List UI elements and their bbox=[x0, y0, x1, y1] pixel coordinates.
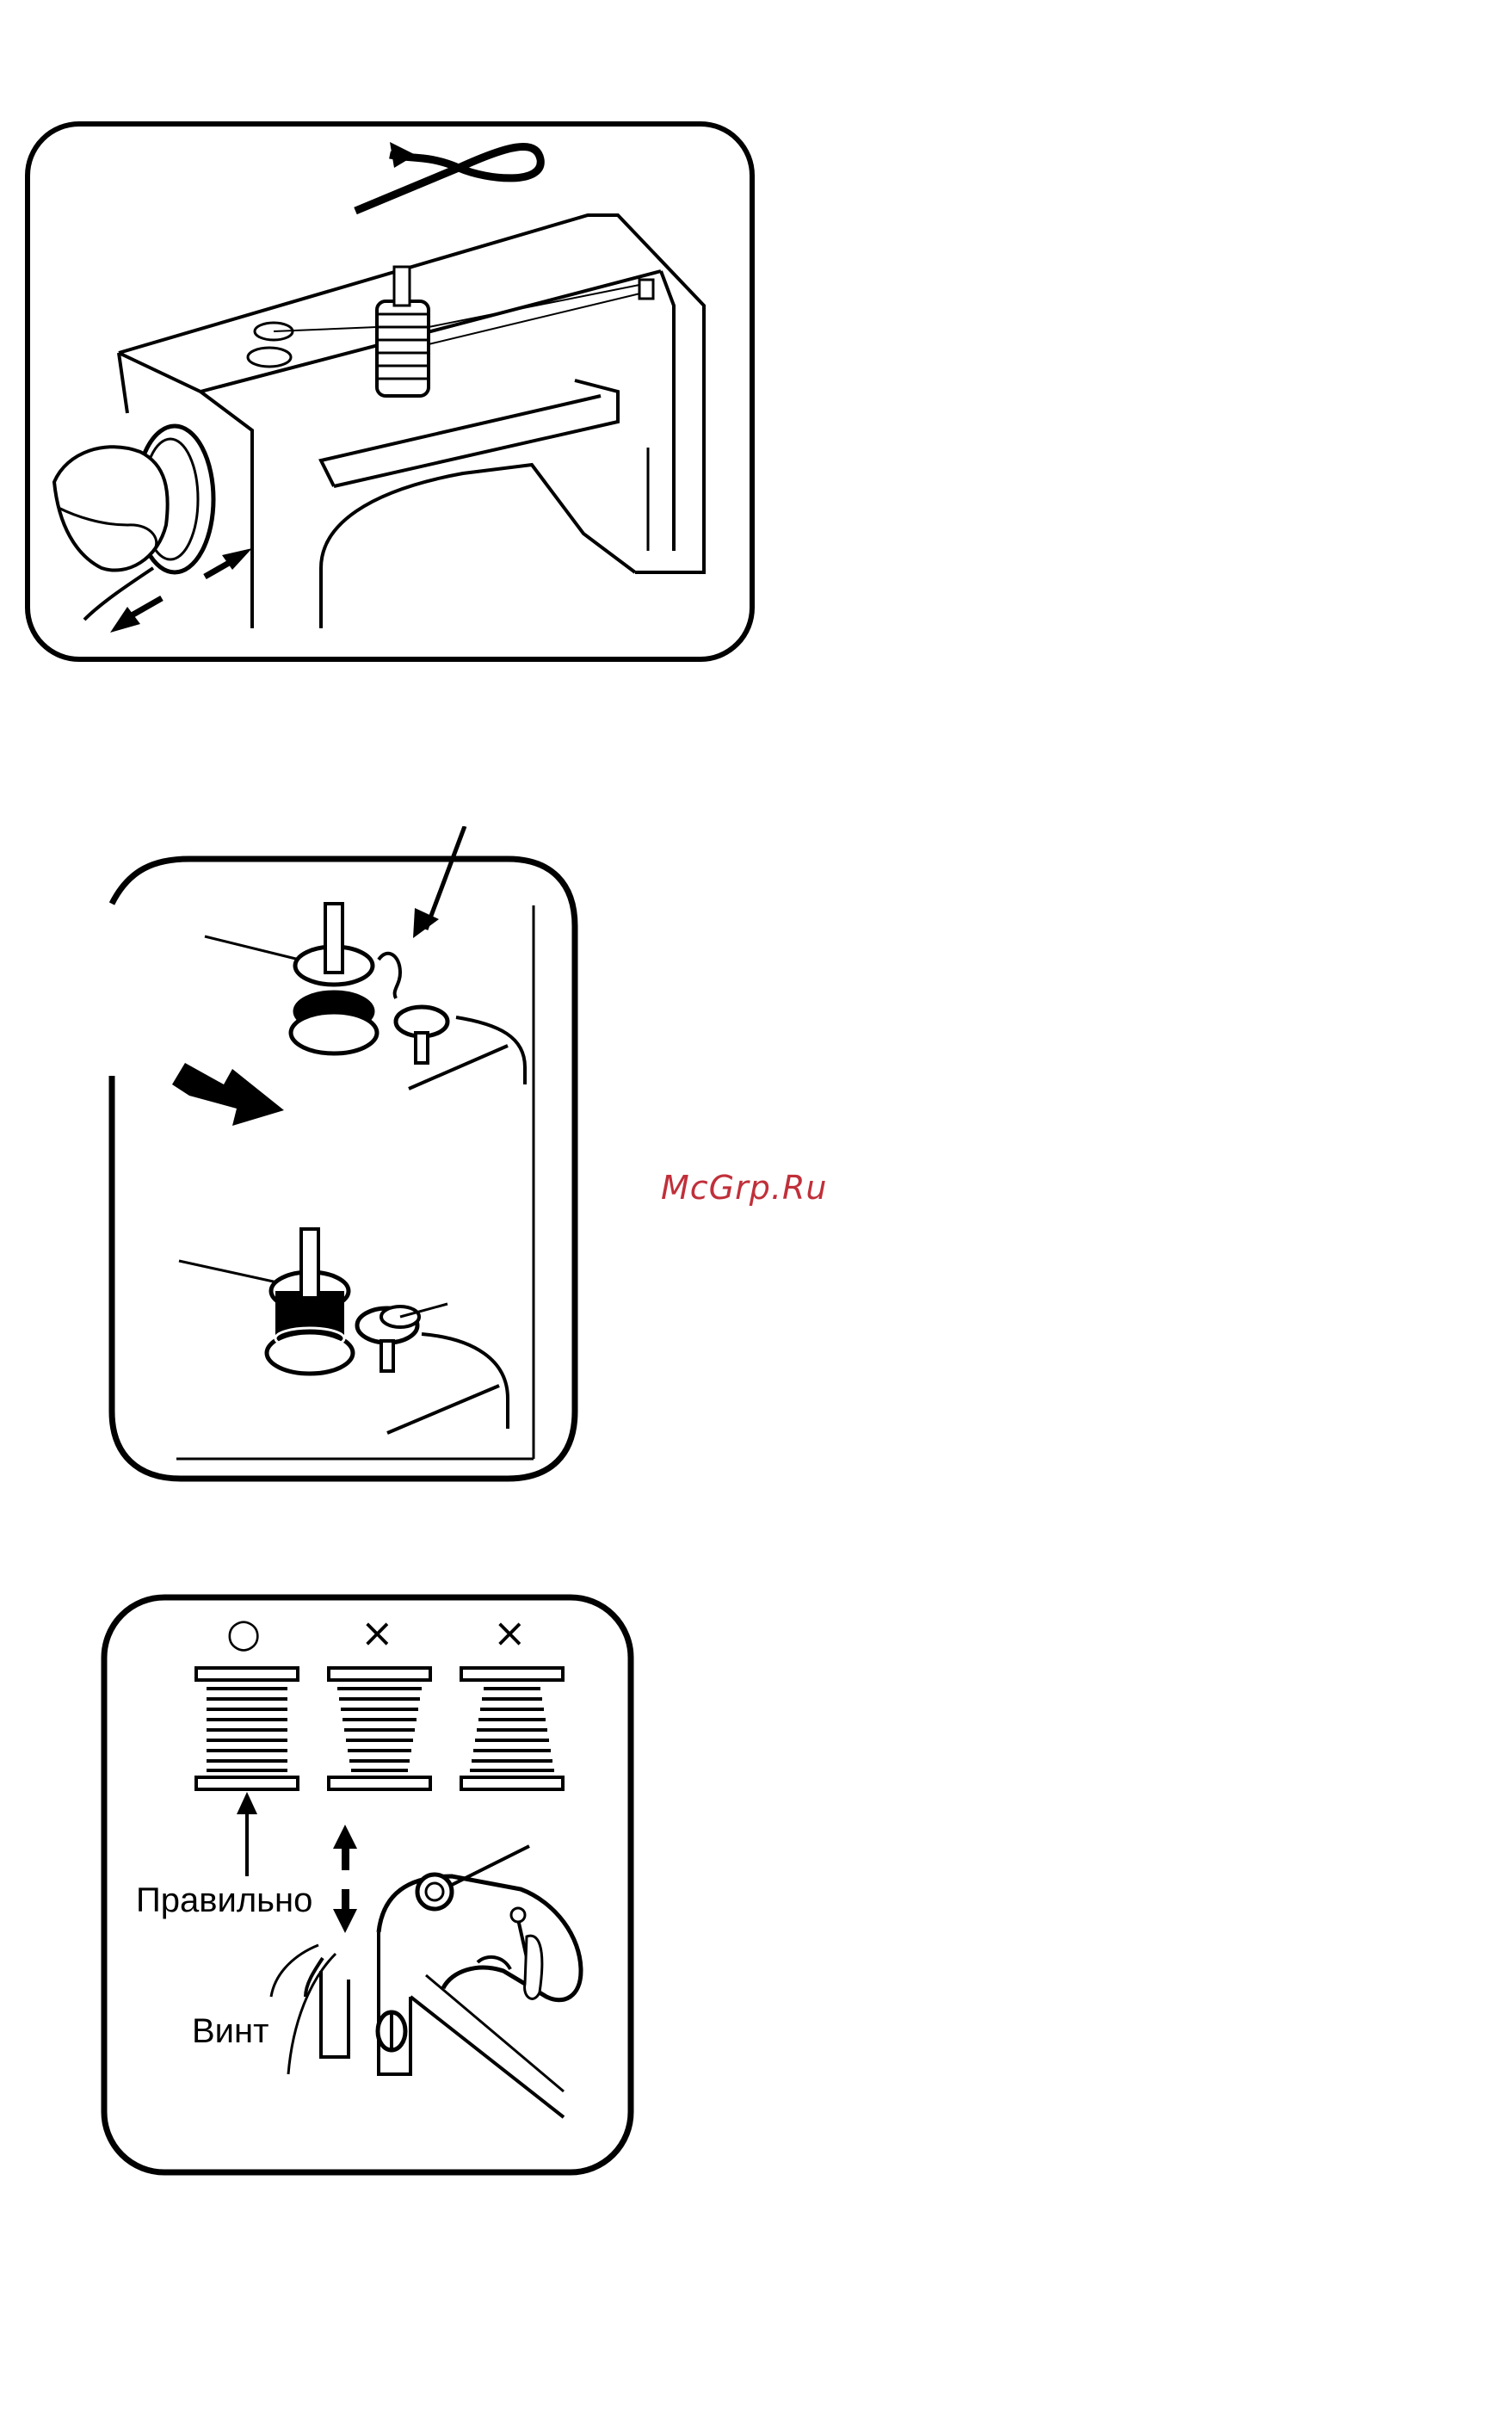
spool-wrong-2 bbox=[461, 1668, 563, 1789]
label-correct: Правильно bbox=[136, 1881, 312, 1920]
figure-winding-adjustment: ○ × × Правильно Винт bbox=[99, 1592, 637, 2177]
mark-correct-symbol: ○ bbox=[226, 1609, 261, 1656]
mark-wrong-symbol-2: × bbox=[493, 1609, 527, 1656]
mark-wrong-symbol-1: × bbox=[361, 1609, 394, 1656]
watermark: McGrp.Ru bbox=[661, 1169, 827, 1207]
spool-correct bbox=[196, 1668, 298, 1789]
spool-wrong-1 bbox=[329, 1668, 430, 1789]
figure-bobbin-winder bbox=[103, 826, 585, 1506]
handwheel-illustration bbox=[24, 120, 756, 663]
bobbin-winder-illustration bbox=[103, 826, 585, 1506]
figure-handwheel-threading bbox=[24, 120, 756, 663]
label-screw: Винт bbox=[192, 2012, 268, 2051]
